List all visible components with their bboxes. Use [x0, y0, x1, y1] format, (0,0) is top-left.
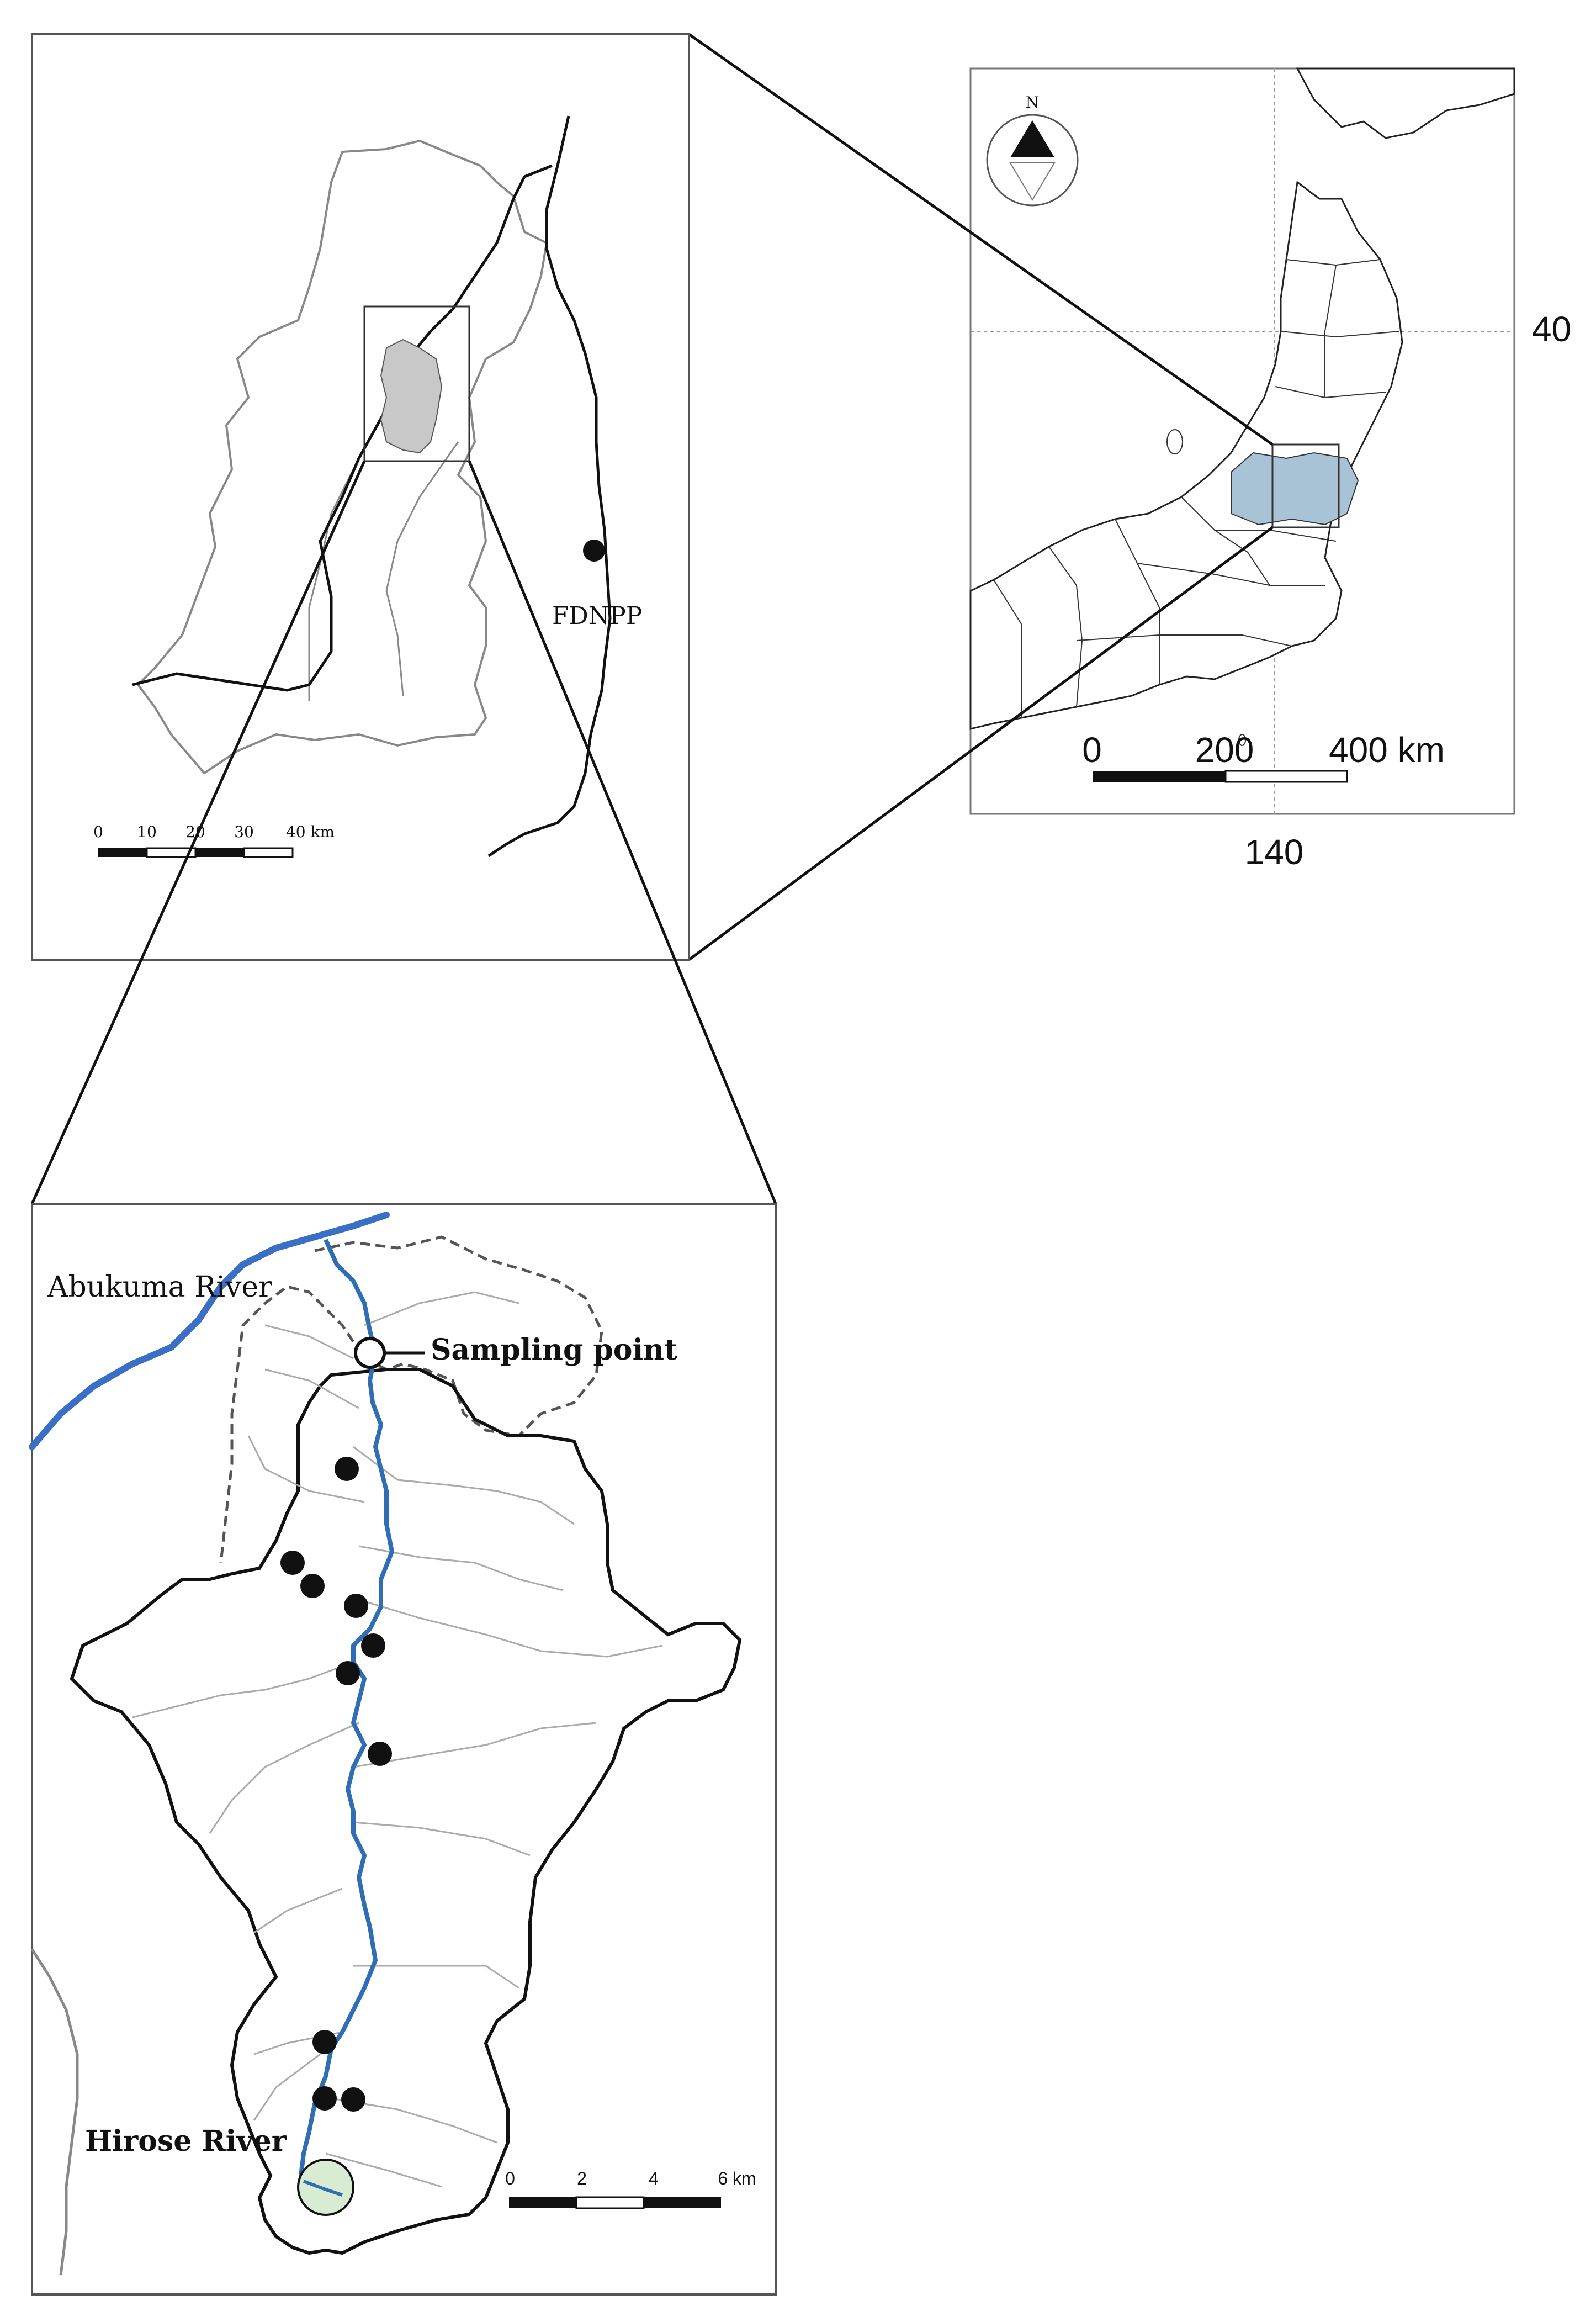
abukuma-river-label: Abukuma River [47, 1271, 272, 1304]
river-source-circle [297, 2159, 354, 2216]
watershed-scale-tick-1: 2 [577, 2169, 587, 2188]
connector-lines-top [688, 33, 1274, 961]
fukushima-prefecture [1231, 452, 1359, 526]
sample-point [361, 1633, 385, 1658]
watershed-boundary [70, 1368, 742, 2255]
hokkaido-coastline [1296, 67, 1515, 139]
regional-inset-box [363, 305, 470, 462]
sample-point [336, 1661, 360, 1685]
watershed-scale-tick-0: 0 [505, 2169, 515, 2188]
sampling-point-label: Sampling point [431, 1333, 677, 1367]
japan-scale-tick-2: 400 km [1329, 730, 1445, 770]
regional-map-frame [31, 33, 690, 961]
izu-island [1238, 734, 1246, 746]
fdnpp-label: FDNPP [552, 602, 643, 630]
watershed-map-frame [31, 1203, 777, 2296]
sample-point [300, 1574, 325, 1598]
sample-point [280, 1551, 305, 1575]
western-river-segment [30, 1948, 79, 2276]
regional-scale-tick-4: 40 km [286, 823, 335, 841]
regional-scale-tick-0: 0 [93, 823, 103, 841]
sampling-point-marker [354, 1337, 386, 1369]
japan-scale-tick-0: 0 [1082, 730, 1102, 770]
regional-scale-tick-3: 30 [234, 823, 254, 841]
prefecture-boundaries [993, 259, 1400, 718]
hirose-river-label: Hirose River [85, 2124, 287, 2158]
study-watershed-fill [380, 339, 443, 454]
longitude-label: 140 [1245, 832, 1304, 872]
sample-point [312, 2086, 337, 2111]
watershed-boundary-dashed [219, 1235, 603, 1563]
japan-scale-tick-1: 200 [1195, 730, 1254, 770]
japan-overview-map: N 40 140 0 200 400 km [969, 67, 1571, 872]
sample-point [341, 2087, 365, 2112]
compass-icon [986, 114, 1079, 207]
watershed-scale-bar [509, 2196, 721, 2209]
tributaries [132, 1291, 663, 2188]
regional-scale-tick-1: 10 [137, 823, 157, 841]
sample-point [335, 1457, 359, 1481]
basin-inner-boundary-2 [385, 441, 459, 696]
japan-scale-bar [1093, 770, 1348, 783]
japan-inset-box [1271, 443, 1340, 528]
sample-point [344, 1594, 368, 1618]
river-source-stream [303, 2180, 343, 2197]
watershed-map: Sampling point Abukuma River Hirose Rive… [29, 1203, 777, 2296]
sample-points [280, 1457, 392, 2112]
sado-island [1166, 429, 1183, 454]
regional-map: FDNPP 0 10 20 30 40 km [31, 33, 690, 961]
sample-point [312, 2030, 337, 2054]
abukuma-river [29, 1212, 390, 1450]
basin-inner-boundary [308, 469, 354, 701]
sample-point [368, 1742, 392, 1766]
pacific-coastline [487, 115, 612, 858]
honshu-coastline [969, 181, 1403, 730]
connector-lines-bottom [30, 460, 777, 1205]
main-river-regional [132, 164, 553, 692]
watershed-scale-tick-2: 4 [649, 2169, 659, 2188]
regional-scale-bar [98, 847, 294, 858]
latitude-label: 40 [1532, 309, 1571, 349]
watershed-scale-tick-3: 6 km [718, 2169, 756, 2188]
fdnpp-marker [583, 540, 605, 562]
hirose-river [299, 1239, 394, 2196]
compass-label: N [1026, 93, 1040, 112]
